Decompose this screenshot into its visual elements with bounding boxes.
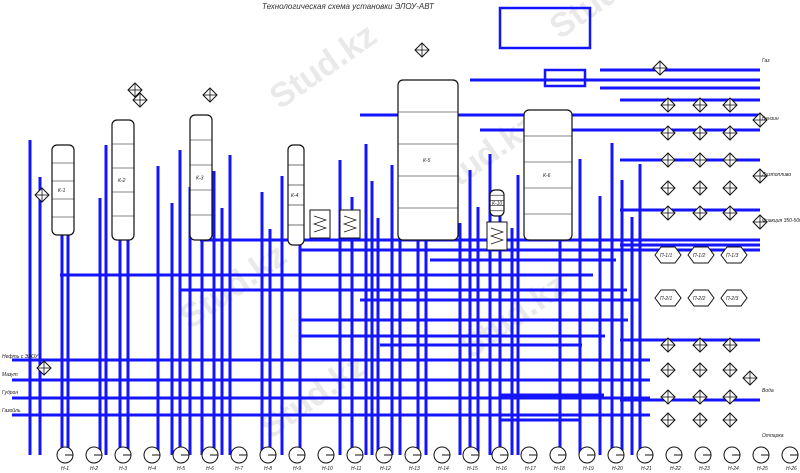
outlet-stream-label: Бензин: [762, 116, 779, 122]
reflux-loop: [498, 6, 592, 50]
watermark-text: Stud.kz: [263, 16, 384, 116]
furnace-label: П-2/2: [693, 296, 705, 302]
column-label: К-6: [543, 173, 551, 179]
pump-label: Н-9: [293, 466, 301, 472]
pump-label: Н-13: [409, 466, 420, 472]
furnace-label: П-1/3: [726, 253, 738, 259]
outlet-stream-label: Вода: [762, 388, 774, 394]
pump-label: Н-1: [61, 466, 69, 472]
furnace-label: П-2/3: [726, 296, 738, 302]
pump-label: Н-18: [554, 466, 565, 472]
furnace: [687, 289, 715, 307]
diagram-title: Технологическая схема установки ЭЛОУ-АВТ: [262, 2, 434, 11]
pump-label: Н-5: [177, 466, 185, 472]
cooler: [339, 209, 361, 239]
pump-label: Н-12: [380, 466, 391, 472]
cooler-coil: [312, 215, 328, 233]
column-label: К-1: [58, 188, 66, 194]
cooler: [309, 209, 331, 239]
pump-label: Н-6: [206, 466, 214, 472]
pump-label: Н-22: [670, 466, 681, 472]
inlet-stream-label: Нефть с ЭЛОУ: [2, 354, 39, 360]
furnace: [720, 289, 748, 307]
outlet-stream-label: Газ: [762, 58, 770, 64]
pump-label: Н-21: [641, 466, 652, 472]
distillation-column: [489, 189, 505, 217]
pump-label: Н-17: [525, 466, 536, 472]
furnace: [654, 246, 682, 264]
inlet-stream-label: Мазут: [2, 372, 18, 378]
inlet-stream-label: Газойль: [2, 407, 21, 414]
furnace-label: П-2/1: [660, 296, 672, 302]
pump-label: Н-7: [235, 466, 243, 472]
column-label: К-10: [492, 201, 502, 207]
pump-label: Н-2: [90, 466, 98, 472]
pump-label: Н-11: [351, 466, 362, 472]
distillation-column: [397, 79, 459, 241]
distillation-column: [111, 119, 135, 241]
pump-label: Н-24: [728, 466, 739, 472]
reflux-loop: [543, 68, 587, 88]
pump-label: Н-26: [786, 466, 797, 472]
furnace: [654, 289, 682, 307]
column-label: К-2: [118, 178, 126, 184]
pump-label: Н-16: [496, 466, 507, 472]
cooler-coil: [342, 215, 358, 233]
furnace: [687, 246, 715, 264]
pump-label: Н-14: [438, 466, 449, 472]
cooler: [486, 221, 508, 251]
pump-label: Н-4: [148, 466, 156, 472]
furnace-label: П-1/2: [693, 253, 705, 259]
pump-label: Н-25: [757, 466, 768, 472]
inlet-stream-label: Гудрон: [2, 390, 18, 396]
pump-label: Н-19: [583, 466, 594, 472]
furnace-label: П-1/1: [660, 253, 672, 259]
outlet-stream-label: Фракция 350-500: [762, 218, 800, 224]
column-label: К-5: [423, 158, 431, 164]
pump-label: Н-10: [322, 466, 333, 472]
outlet-stream-label: Отпарка: [762, 433, 784, 439]
column-label: К-3: [196, 176, 204, 182]
distillation-column: [287, 144, 305, 246]
pump-label: Н-23: [699, 466, 710, 472]
distillation-column: [51, 144, 75, 236]
column-label: К-4: [291, 193, 299, 199]
pump-label: Н-8: [264, 466, 272, 472]
distillation-column: [189, 114, 213, 241]
pump-label: Н-3: [119, 466, 127, 472]
cooler-coil: [489, 227, 505, 245]
furnace: [720, 246, 748, 264]
outlet-stream-label: Дизтопливо: [761, 172, 791, 178]
pump-label: Н-15: [467, 466, 478, 472]
pump-label: Н-20: [612, 466, 623, 472]
distillation-column: [523, 109, 573, 241]
